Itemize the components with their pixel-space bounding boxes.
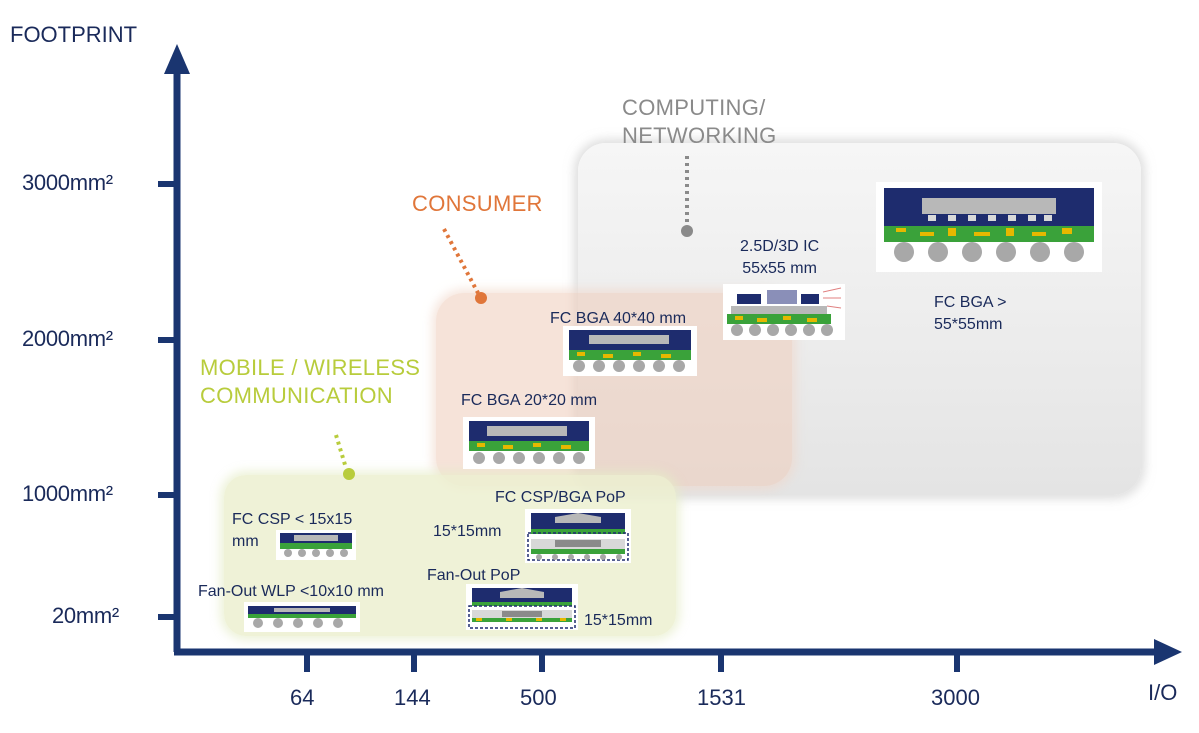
ic-25d-3d-label-line1: 2.5D/3D IC [740, 238, 820, 255]
computing-label-line2: NETWORKING [622, 123, 777, 148]
y-tick-label: 1000mm² [22, 481, 113, 506]
fc-bga-large-illustration [876, 182, 1102, 272]
ic-25d-3d-label: 2.5D/3D IC 55x55 mm [740, 236, 819, 280]
fan-out-pop-illustration [466, 584, 578, 630]
computing-pointer-dot [681, 225, 693, 237]
fc-bga-20-illustration [463, 417, 595, 469]
fc-bga-40-label: FC BGA 40*40 mm [550, 310, 687, 327]
fc-bga-large-label-line1: FC BGA > [934, 294, 1007, 311]
x-tick-label: 500 [520, 685, 557, 710]
fc-csp-label: FC CSP < 15x15 mm [232, 509, 352, 553]
fc-csp-label-line2: mm [232, 533, 259, 550]
y-axis-arrowhead [164, 44, 190, 74]
computing-networking-label: COMPUTING/ NETWORKING [622, 94, 777, 150]
mobile-pointer-line [334, 434, 348, 469]
mobile-label-line1: MOBILE / WIRELESS [200, 355, 421, 380]
x-tick-label: 144 [394, 685, 431, 710]
consumer-label: CONSUMER [412, 191, 543, 216]
ic-25d-3d-illustration [723, 284, 845, 340]
fc-csp-bga-pop-size: 15*15mm [433, 523, 502, 540]
y-tick-label: 2000mm² [22, 326, 113, 351]
fc-bga-40-illustration [563, 326, 697, 376]
x-axis-title: I/O [1148, 680, 1178, 705]
fc-bga-20-label: FC BGA 20*20 mm [461, 392, 598, 409]
mobile-label-line2: COMMUNICATION [200, 383, 393, 408]
mobile-wireless-label: MOBILE / WIRELESS COMMUNICATION [200, 354, 420, 410]
x-tick-label: 3000 [931, 685, 980, 710]
x-tick-label: 1531 [697, 685, 746, 710]
y-tick-label: 3000mm² [22, 170, 113, 195]
mobile-pointer-dot [343, 468, 355, 480]
fc-csp-illustration [276, 530, 356, 560]
y-axis-title: FOOTPRINT [10, 22, 138, 47]
y-tick-label: 20mm² [52, 603, 119, 628]
fc-csp-bga-pop-illustration [525, 509, 631, 563]
fc-csp-label-line1: FC CSP < 15x15 [232, 511, 353, 528]
fc-bga-large-label-line2: 55*55mm [934, 316, 1003, 333]
fan-out-pop-size: 15*15mm [584, 612, 653, 629]
consumer-pointer-dot [475, 292, 487, 304]
computing-label-line1: COMPUTING/ [622, 95, 766, 120]
fan-out-wlp-label: Fan-Out WLP <10x10 mm [198, 583, 384, 600]
ic-25d-3d-label-line2: 55x55 mm [742, 260, 817, 277]
fan-out-pop-label: Fan-Out PoP [427, 567, 521, 584]
fan-out-wlp-illustration [244, 602, 360, 632]
x-axis-arrowhead [1154, 639, 1182, 665]
fc-bga-large-label: FC BGA > 55*55mm [934, 292, 1006, 336]
fc-csp-bga-pop-label: FC CSP/BGA PoP [495, 489, 626, 506]
x-tick-label: 64 [290, 685, 315, 710]
consumer-pointer-line [442, 228, 480, 294]
